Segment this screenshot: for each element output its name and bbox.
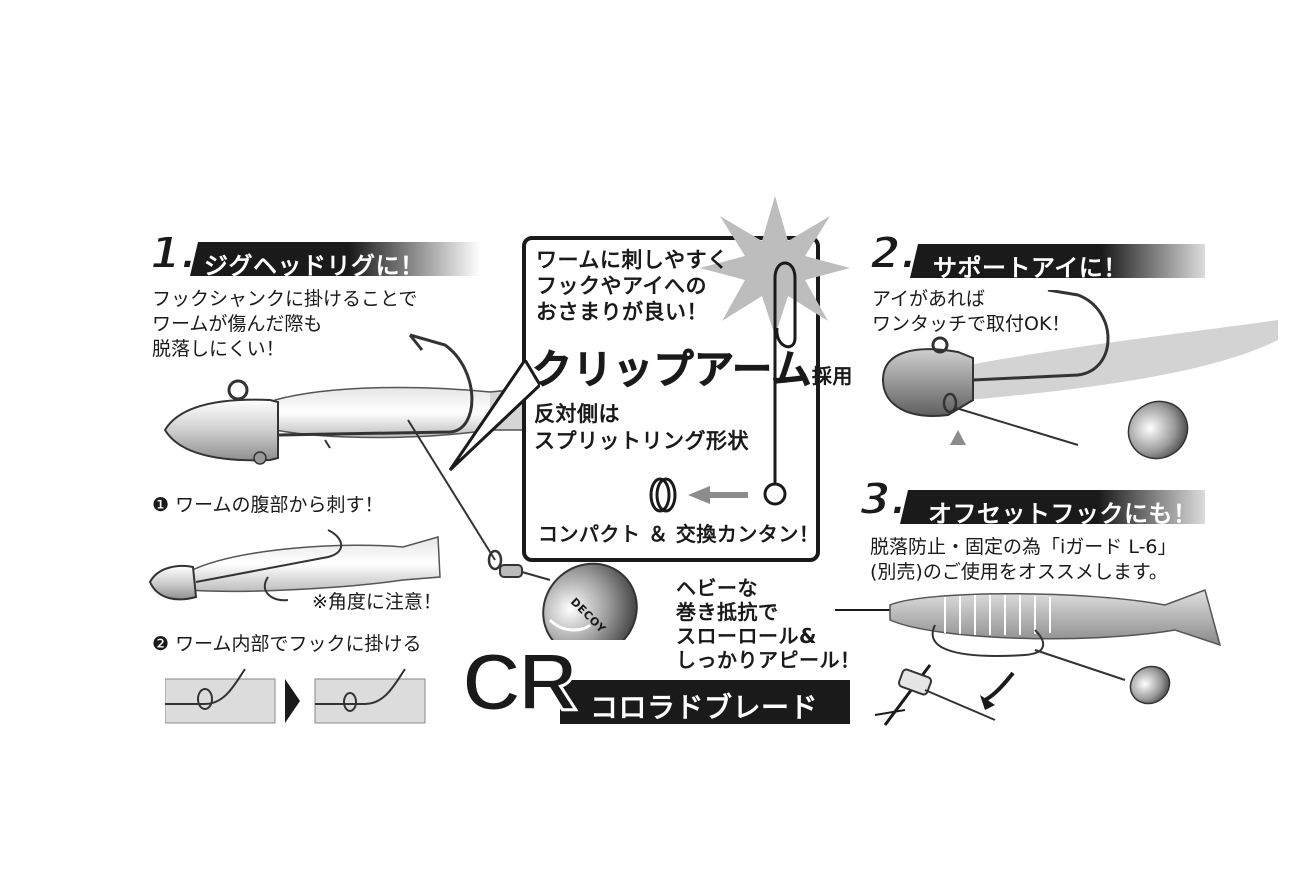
section2-description: アイがあれば ワンタッチで取付OK！ — [872, 288, 1071, 335]
section3-banner — [900, 490, 1205, 524]
callout-pointer — [448, 360, 540, 472]
offset-hook-illustration — [835, 589, 1222, 726]
section1-number: 1. — [149, 227, 198, 280]
cr-big-label: CR — [460, 637, 578, 728]
section1-banner — [190, 242, 480, 276]
split-ring-illustration — [649, 477, 748, 513]
section2-banner — [910, 244, 1205, 278]
blade-description: ヘビーな 巻き抵抗で スローロール& しっかりアピール！ — [676, 576, 861, 672]
clip-box-footer: コンパクト ＆ 交換カンタン！ — [538, 522, 820, 546]
support-eye-illustration — [881, 290, 1278, 460]
colorado-blade-illustration — [407, 419, 638, 640]
cr-label-bar — [560, 680, 850, 724]
step1-illustration — [148, 529, 441, 602]
step1-label: ❶ ワームの腹部から刺す！ — [152, 494, 384, 516]
section1-description: フックシャンクに掛けることで ワームが傷んだ際も 脱落しにくい！ — [152, 288, 418, 360]
cr-sub-label: コロラドブレード — [590, 691, 819, 724]
clip-box-headline: クリップアーム採用 — [532, 347, 853, 394]
starburst-icon — [700, 196, 850, 336]
clip-box-intro: ワームに刺しやすく フックやアイへの おさまりが良い！ — [536, 248, 729, 324]
section3-description: 脱落防止・固定の為「iガード L-6」 (別売)のご使用をオススメします。 — [870, 536, 1177, 583]
section2-number: 2. — [869, 227, 918, 280]
angle-note: ※角度に注意！ — [312, 591, 442, 613]
section1-title: ジグヘッドリグに！ — [204, 252, 425, 280]
section3-number: 3. — [859, 473, 908, 526]
step2-label: ❷ ワーム内部でフックに掛ける — [152, 633, 422, 655]
clip-box-side-text: 反対側は スプリットリング形状 — [534, 402, 749, 453]
step2-marker: ❷ — [152, 633, 170, 655]
section2-title: サポートアイに！ — [933, 254, 1128, 282]
section3-title: オフセットフックにも！ — [928, 500, 1198, 528]
clip-arm-illustration — [763, 261, 797, 506]
step1-marker: ❶ — [152, 494, 170, 516]
step2-illustration — [165, 668, 426, 724]
